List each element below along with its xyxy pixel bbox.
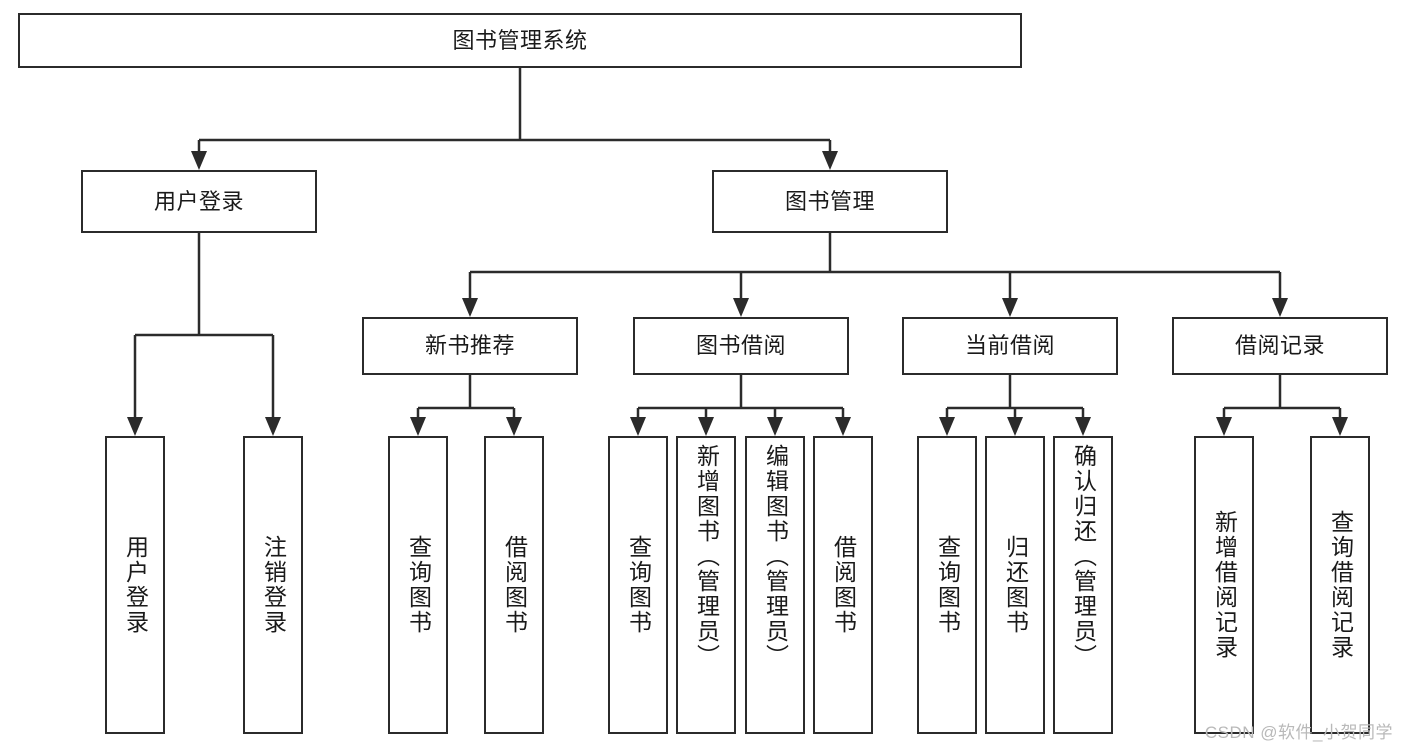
arrowhead-icon bbox=[191, 151, 207, 170]
arrowhead-icon bbox=[1332, 417, 1348, 436]
arrowhead-icon bbox=[506, 417, 522, 436]
arrowhead-icon bbox=[1007, 417, 1023, 436]
node-user-login: 用户登录 bbox=[81, 170, 317, 233]
arrowhead-icon bbox=[265, 417, 281, 436]
node-leaf-edit-book-admin: 编辑图书（管理员） bbox=[745, 436, 805, 734]
node-label: 新增图书（管理员） bbox=[693, 444, 720, 669]
node-label: 查询图书 bbox=[625, 535, 652, 635]
node-label: 查询图书 bbox=[934, 535, 961, 635]
node-label: 注销登录 bbox=[260, 535, 287, 635]
arrowhead-icon bbox=[410, 417, 426, 436]
node-leaf-add-borrow-record: 新增借阅记录 bbox=[1194, 436, 1254, 734]
node-label: 用户登录 bbox=[153, 188, 244, 214]
node-leaf-query-book-recommend: 查询图书 bbox=[388, 436, 448, 734]
node-leaf-borrow-book: 借阅图书 bbox=[813, 436, 873, 734]
arrowhead-icon bbox=[835, 417, 851, 436]
node-root: 图书管理系统 bbox=[18, 13, 1022, 68]
node-label: 新增借阅记录 bbox=[1211, 510, 1238, 660]
node-label: 新书推荐 bbox=[424, 333, 515, 359]
arrowhead-icon bbox=[767, 417, 783, 436]
node-label: 查询借阅记录 bbox=[1327, 510, 1354, 660]
node-label: 图书管理系统 bbox=[452, 27, 588, 53]
arrowhead-icon bbox=[1272, 298, 1288, 317]
node-label: 编辑图书（管理员） bbox=[762, 444, 789, 669]
node-leaf-add-book-admin: 新增图书（管理员） bbox=[676, 436, 736, 734]
arrowhead-icon bbox=[698, 417, 714, 436]
node-label: 当前借阅 bbox=[964, 333, 1055, 359]
arrowhead-icon bbox=[1002, 298, 1018, 317]
arrowhead-icon bbox=[822, 151, 838, 170]
node-current-borrow: 当前借阅 bbox=[902, 317, 1118, 375]
arrowhead-icon bbox=[733, 298, 749, 317]
watermark-label: CSDN @软件_小贺同学 bbox=[1204, 723, 1393, 742]
node-label: 确认归还（管理员） bbox=[1070, 444, 1097, 669]
node-borrow-records: 借阅记录 bbox=[1172, 317, 1388, 375]
arrowhead-icon bbox=[1075, 417, 1091, 436]
node-book-borrow: 图书借阅 bbox=[633, 317, 849, 375]
node-label: 借阅记录 bbox=[1234, 333, 1325, 359]
node-leaf-user-login: 用户登录 bbox=[105, 436, 165, 734]
node-label: 归还图书 bbox=[1002, 535, 1029, 635]
arrowhead-icon bbox=[1216, 417, 1232, 436]
arrowhead-icon bbox=[127, 417, 143, 436]
node-label: 用户登录 bbox=[122, 535, 149, 635]
node-label: 借阅图书 bbox=[830, 535, 857, 635]
arrowhead-icon bbox=[630, 417, 646, 436]
node-leaf-query-borrow-record: 查询借阅记录 bbox=[1310, 436, 1370, 734]
node-label: 图书借阅 bbox=[695, 333, 786, 359]
node-leaf-confirm-return-admin: 确认归还（管理员） bbox=[1053, 436, 1113, 734]
arrowhead-icon bbox=[939, 417, 955, 436]
node-leaf-query-book-current: 查询图书 bbox=[917, 436, 977, 734]
node-leaf-query-book: 查询图书 bbox=[608, 436, 668, 734]
node-leaf-borrow-book-recommend: 借阅图书 bbox=[484, 436, 544, 734]
node-leaf-logout-login: 注销登录 bbox=[243, 436, 303, 734]
node-leaf-return-book: 归还图书 bbox=[985, 436, 1045, 734]
node-book-management: 图书管理 bbox=[712, 170, 948, 233]
node-label: 图书管理 bbox=[784, 188, 875, 214]
arrowhead-icon bbox=[462, 298, 478, 317]
node-label: 查询图书 bbox=[405, 535, 432, 635]
node-label: 借阅图书 bbox=[501, 535, 528, 635]
node-new-book-recommend: 新书推荐 bbox=[362, 317, 578, 375]
